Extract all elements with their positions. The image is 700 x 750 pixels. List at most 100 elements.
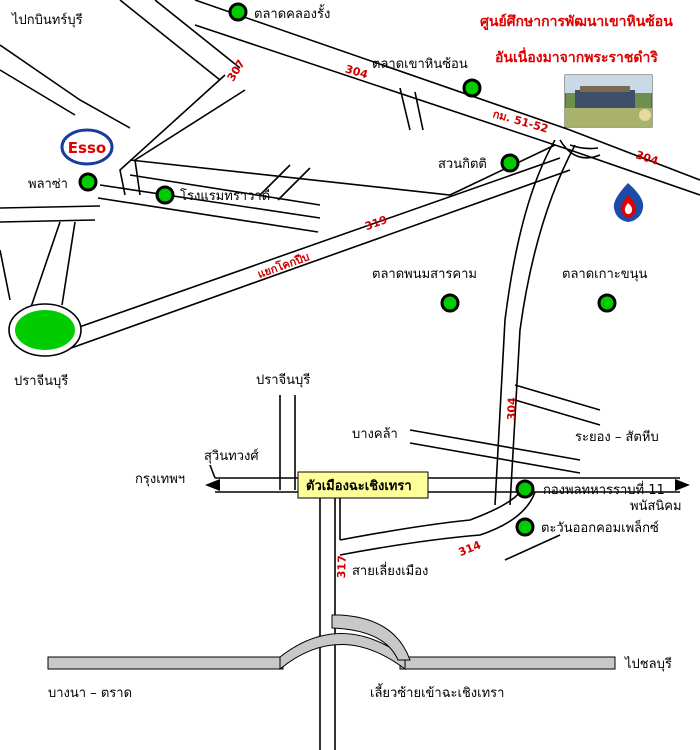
esso-logo-outer (60, 128, 114, 166)
label-to-kabin: ไปกบินทร์บุรี (11, 12, 83, 28)
marker-khao-hin-son[interactable] (462, 78, 482, 98)
label-phanat-nikhom: พนัสนิคม (630, 499, 682, 514)
label-tawan-ok: ตะวันออกคอมเพล็กซ์ (541, 518, 659, 536)
motorway (47, 614, 616, 671)
marker-travel-hotel[interactable] (155, 185, 175, 205)
marker-plaza[interactable] (78, 172, 98, 192)
road-kabin-2 (154, 0, 241, 69)
road-west-c (29, 221, 61, 311)
roundabout-center (15, 310, 75, 350)
road-bangkhla-b (409, 442, 581, 474)
photo-building (575, 90, 635, 108)
road-hotel-b (97, 197, 319, 233)
city-center-box-bg (297, 471, 429, 499)
marker-ko-khanun[interactable] (597, 293, 617, 313)
marker-tawan-ok[interactable] (515, 517, 535, 537)
road-west-a (0, 205, 101, 209)
label-prachin-center: ปราจีนบุรี (256, 372, 310, 388)
road-314-b (339, 491, 536, 556)
direction-arrows (205, 479, 690, 491)
route-307: 307 (225, 57, 248, 83)
marker-suan-kitti[interactable] (500, 153, 520, 173)
road-stub-2 (414, 91, 424, 131)
label-bypass: สายเลี่ยงเมือง (352, 562, 428, 579)
road-loop-b (569, 144, 599, 150)
marker-phanom-sarakham[interactable] (440, 293, 460, 313)
photo-flowers (639, 109, 651, 121)
roundabout (8, 303, 82, 357)
marker-khlong-rang[interactable] (228, 2, 248, 22)
label-travel-hotel: โรงแรมทราวาดี (180, 188, 270, 204)
route-km: กม. 51-52 (491, 107, 549, 135)
arrow-right-icon (675, 479, 690, 491)
road-304-top-b (194, 24, 700, 196)
label-bang-khla: บางคล้า (352, 427, 398, 442)
label-plaza: พลาซ่า (28, 177, 68, 192)
route-304-top: 304 (344, 63, 370, 82)
road-west-e (0, 249, 11, 301)
road-hotel-a (99, 184, 321, 219)
city-center-label: ตัวเมืองฉะเชิงเทรา (306, 478, 412, 494)
road-307-west-b (0, 69, 76, 116)
label-khlong-rang: ตลาดคลองรั้ง (254, 4, 330, 22)
ptt-logo (613, 183, 644, 222)
motorway-band-left (47, 656, 284, 670)
route-317: 317 (335, 555, 349, 578)
study-center-photo (564, 74, 653, 128)
road-stub-1 (399, 87, 411, 131)
label-turn-left: เลี้ยวซ้ายเข้าฉะเชิงเทรา (370, 683, 504, 701)
road-307-west (0, 44, 131, 129)
road-right-bottom (504, 534, 561, 561)
road-bangkhla-a (409, 429, 581, 461)
label-suan-kitti: สวนกิตติ (438, 157, 487, 172)
road-kabin-1 (119, 0, 221, 81)
label-bangkok: กรุงเทพฯ (135, 472, 185, 487)
road-304-south-a (494, 139, 556, 506)
motorway-ramp (331, 614, 411, 661)
label-bangna-trat: บางนา – ตราด (48, 686, 132, 701)
road-west-d (61, 221, 76, 306)
road-rayong-a (514, 384, 601, 411)
label-phanom-sarakham: ตลาดพนมสารคาม (372, 267, 477, 282)
photo-roof (580, 86, 630, 92)
road-319-a (47, 157, 561, 339)
road-314-a (339, 491, 521, 541)
road-mid-2 (129, 174, 321, 206)
label-to-chonburi: ไปชลบุรี (624, 656, 672, 672)
marker-infantry[interactable] (515, 479, 535, 499)
road-west-b (0, 219, 96, 223)
esso-logo: Esso (60, 128, 114, 166)
route-314: 314 (457, 538, 483, 559)
route-khok-pip: แยกโคกปีบ (255, 249, 311, 281)
label-ko-khanun: ตลาดเกาะขนุน (562, 267, 648, 282)
road-rayong-b (514, 399, 601, 426)
title-line1: ศูนย์ศึกษาการพัฒนาเขาหินซ้อน (480, 13, 673, 30)
motorway-band-right (399, 656, 616, 670)
road-hotel-diag-2 (277, 167, 311, 201)
city-center-box[interactable]: ตัวเมืองฉะเชิงเทรา (297, 471, 429, 499)
title-line2: อันเนื่องมาจากพระราชดำริ (495, 47, 658, 66)
road-307-south-a (119, 74, 226, 196)
road-loop (559, 139, 601, 159)
label-prachin-left: ปราจีนบุรี (14, 373, 68, 389)
label-suwinthawong: สุวินทวงศ์ (204, 448, 259, 464)
road-hotel-diag-1 (259, 164, 291, 196)
route-319: 319 (363, 213, 389, 233)
ptt-flame-core (624, 203, 633, 214)
road-304-top-a (194, 0, 700, 181)
photo-ground (565, 108, 652, 127)
road-304-south-b (509, 144, 576, 506)
arrow-left-icon (205, 479, 220, 491)
road-319-b (59, 169, 571, 353)
esso-logo-text: Esso (68, 139, 106, 157)
route-304-right: 304 (634, 148, 660, 168)
road-suwin (209, 464, 216, 479)
label-khao-hin-son: ตลาดเขาหินซ้อน (372, 57, 468, 72)
road-mid-1 (129, 144, 556, 196)
location-markers (78, 2, 617, 537)
route-304-vertical: 304 (505, 397, 519, 421)
label-infantry: กองพลทหารราบที่ 11 (543, 481, 665, 498)
label-rayong-sattahip: ระยอง – สัตหีบ (575, 429, 659, 445)
